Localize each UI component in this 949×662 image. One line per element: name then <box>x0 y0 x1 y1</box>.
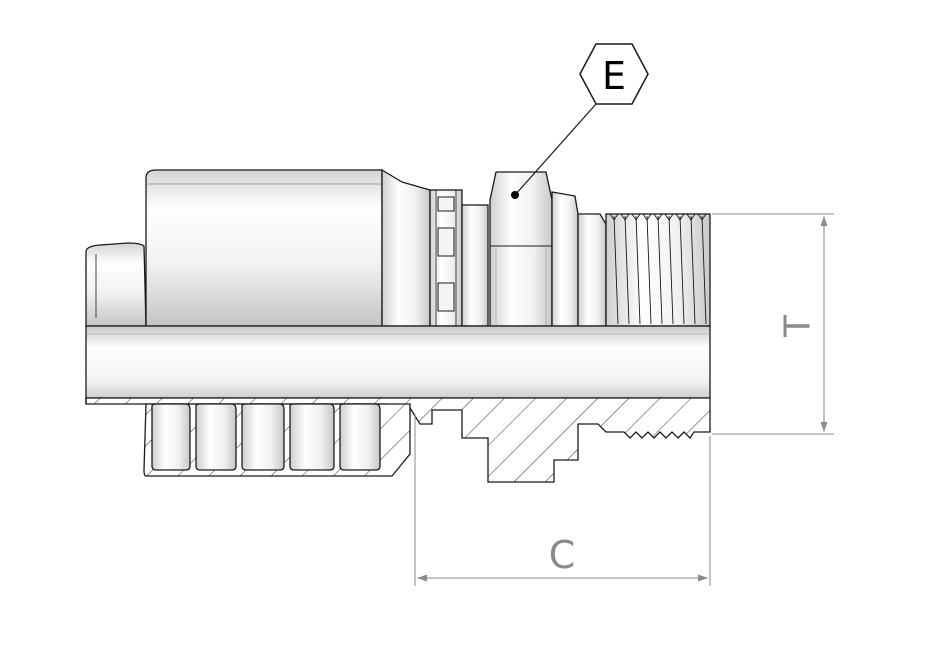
thread-crest <box>635 215 641 325</box>
fitting-lower-section <box>85 397 711 483</box>
thread-tooth <box>609 213 619 221</box>
crimp-sleeve <box>145 169 383 327</box>
thread-crest <box>624 215 630 325</box>
neck <box>461 204 489 327</box>
hose-insert-nose <box>85 242 147 327</box>
fitting-upper-half <box>85 168 711 327</box>
hex-nut <box>489 171 553 327</box>
crimp-teeth <box>151 403 381 471</box>
hex-shoulder <box>551 191 579 327</box>
sleeve-taper <box>381 168 431 327</box>
thread-tooth <box>686 213 696 221</box>
thread-tooth <box>653 213 663 221</box>
dimension-c <box>414 414 711 586</box>
thread-tooth <box>620 213 630 221</box>
thread-crest <box>679 215 685 325</box>
dimension-t-label: T <box>778 314 819 338</box>
thread-tooth <box>642 213 652 221</box>
insert-wall-section <box>85 397 711 483</box>
hex-callout-badge <box>579 43 649 105</box>
hex-callout-label: E <box>602 54 626 98</box>
thread-tooth <box>675 213 685 221</box>
thread-tooth <box>664 213 674 221</box>
thread-crest <box>690 215 696 325</box>
bore-tube <box>85 325 711 399</box>
thread-tooth <box>631 213 641 221</box>
thread-crest <box>657 215 663 325</box>
thread-undercut <box>577 213 607 327</box>
dimension-t <box>712 213 834 435</box>
thread-tooth <box>697 213 707 221</box>
thread-crest <box>668 215 674 325</box>
dimension-c-label: C <box>549 533 576 577</box>
thread-crest <box>646 215 652 325</box>
hex-callout: E <box>511 43 649 199</box>
thread-crest <box>701 215 707 325</box>
thread-crest <box>613 215 619 325</box>
